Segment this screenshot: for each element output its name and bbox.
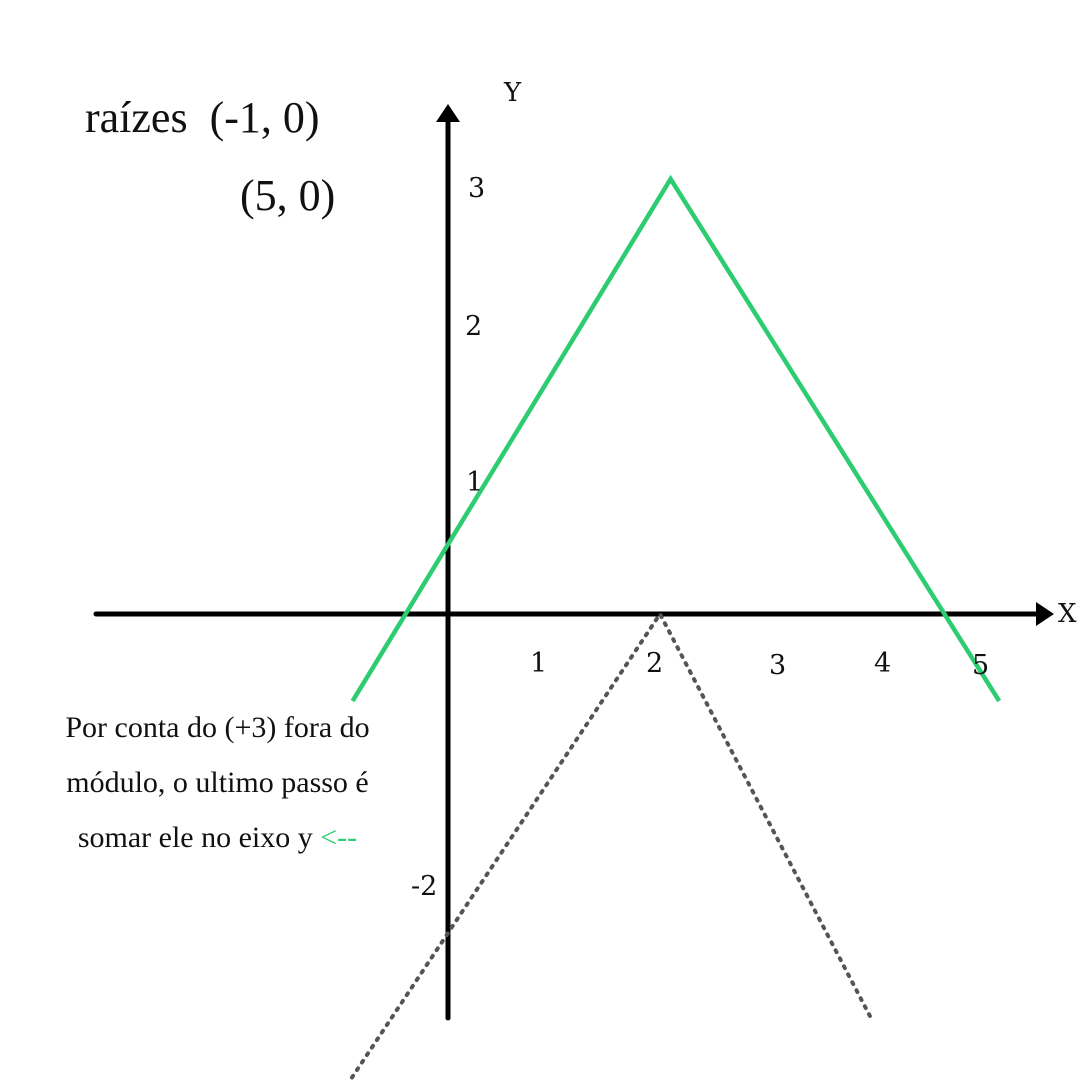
root-1: (-1, 0)	[209, 93, 320, 142]
roots-label: raízes	[85, 93, 188, 142]
x-tick-4: 4	[874, 648, 891, 679]
x-axis-arrowhead	[1036, 602, 1054, 626]
x-tick-1: 1	[530, 648, 547, 679]
y-axis-label: Y	[503, 78, 522, 108]
x-tick-3: 3	[769, 650, 786, 681]
x-tick-2: 2	[646, 648, 663, 679]
y-tick-1: 1	[466, 467, 483, 498]
explanation-note: Por conta do (+3) fora do módulo, o ulti…	[30, 700, 405, 865]
series-final-solid	[350, 174, 1002, 703]
x-tick-5: 5	[972, 650, 989, 681]
note-arrow: <--	[320, 821, 358, 854]
note-text: Por conta do (+3) fora do módulo, o ulti…	[65, 711, 370, 854]
y-tick-neg-2: -2	[411, 871, 437, 902]
roots-heading: raízes (-1, 0)	[85, 92, 320, 143]
y-tick-3: 3	[468, 173, 485, 204]
root-2: (5, 0)	[240, 171, 336, 220]
series-previous-step-dotted	[347, 612, 874, 1080]
y-axis-arrowhead	[436, 104, 460, 122]
x-axis-label: X	[1058, 599, 1077, 629]
y-tick-2: 2	[465, 311, 482, 342]
